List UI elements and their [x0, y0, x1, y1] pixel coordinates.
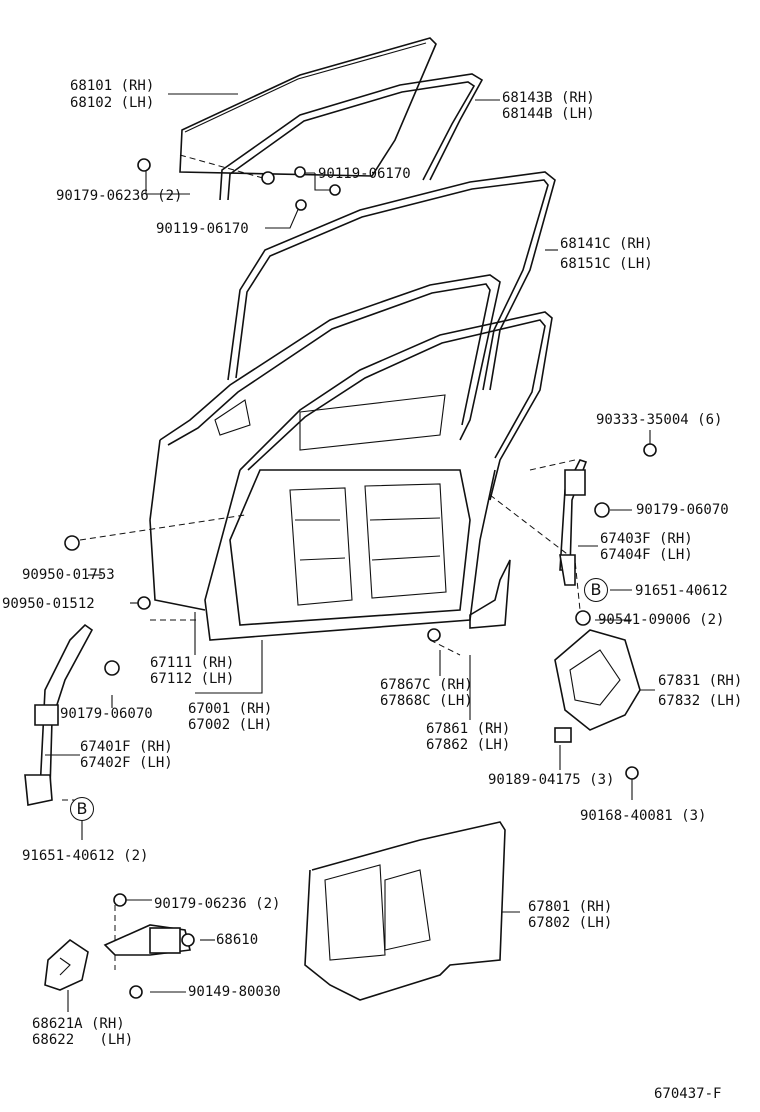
label-67801: 67801 (RH)	[528, 899, 613, 915]
check-plate	[44, 938, 89, 991]
window-regulator-front	[24, 623, 120, 806]
label-90168-40081: 90168-40081 (3)	[580, 808, 707, 824]
label-90950-01512: 90950-01512	[2, 596, 95, 612]
label-90179-06070-right: 90179-06070	[636, 502, 729, 518]
label-90179-06070-left: 90179-06070	[60, 706, 153, 722]
label-67401f: 67401F (RH)	[80, 739, 173, 755]
label-90119-06170-b: 90119-06170	[156, 221, 249, 237]
label-67861: 67861 (RH)	[426, 721, 511, 737]
fasteners	[64, 158, 657, 999]
label-67867c: 67867C (RH)	[380, 677, 473, 693]
door-hinge	[103, 924, 195, 956]
door-trim-panel	[304, 821, 506, 1001]
window-regulator-rear	[559, 459, 610, 586]
label-90179-06236-top: 90179-06236 (2)	[56, 188, 183, 204]
label-90119-06170-a: 90119-06170	[318, 166, 411, 182]
label-91651-40612-right: 91651-40612	[635, 583, 728, 599]
label-67403f: 67403F (RH)	[600, 531, 693, 547]
door-weatherstrip	[227, 171, 556, 391]
label-67404f: 67404F (LH)	[600, 547, 693, 563]
label-67862: 67862 (LH)	[426, 737, 511, 753]
label-68143b: 68143B (RH)	[502, 90, 595, 106]
glass-run-channel	[219, 73, 484, 201]
door-lock	[554, 629, 641, 743]
label-68622: 68622 (LH)	[32, 1032, 134, 1048]
label-90950-01753: 90950-01753	[22, 567, 115, 583]
label-68102: 68102 (LH)	[70, 95, 155, 111]
label-68101: 68101 (RH)	[70, 78, 155, 94]
label-67112: 67112 (LH)	[150, 671, 235, 687]
door-shell	[149, 274, 553, 641]
callout-b-right: B	[584, 578, 608, 602]
label-67111: 67111 (RH)	[150, 655, 235, 671]
label-90333-35004: 90333-35004 (6)	[596, 412, 723, 428]
label-90189-04175: 90189-04175 (3)	[488, 772, 615, 788]
label-90179-06236-bottom: 90179-06236 (2)	[154, 896, 281, 912]
door-glass	[179, 37, 437, 177]
label-90149-80030: 90149-80030	[188, 984, 281, 1000]
label-68141c: 68141C (RH)	[560, 236, 653, 252]
label-67802: 67802 (LH)	[528, 915, 613, 931]
label-90541-09006: 90541-09006 (2)	[598, 612, 725, 628]
label-67831: 67831 (RH)	[658, 673, 743, 689]
label-91651-40612-left: 91651-40612 (2)	[22, 848, 149, 864]
label-68144b: 68144B (LH)	[502, 106, 595, 122]
label-67868c: 67868C (LH)	[380, 693, 473, 709]
label-67402f: 67402F (LH)	[80, 755, 173, 771]
callout-b-left: B	[70, 797, 94, 821]
reference-code: 670437-F	[654, 1086, 722, 1102]
label-68621a: 68621A (RH)	[32, 1016, 125, 1032]
front-lower-sash	[469, 559, 511, 629]
label-67001: 67001 (RH)	[188, 701, 273, 717]
label-67002: 67002 (LH)	[188, 717, 273, 733]
label-67832: 67832 (LH)	[658, 693, 743, 709]
label-68151c: 68151C (LH)	[560, 256, 653, 272]
label-68610: 68610	[216, 932, 259, 948]
